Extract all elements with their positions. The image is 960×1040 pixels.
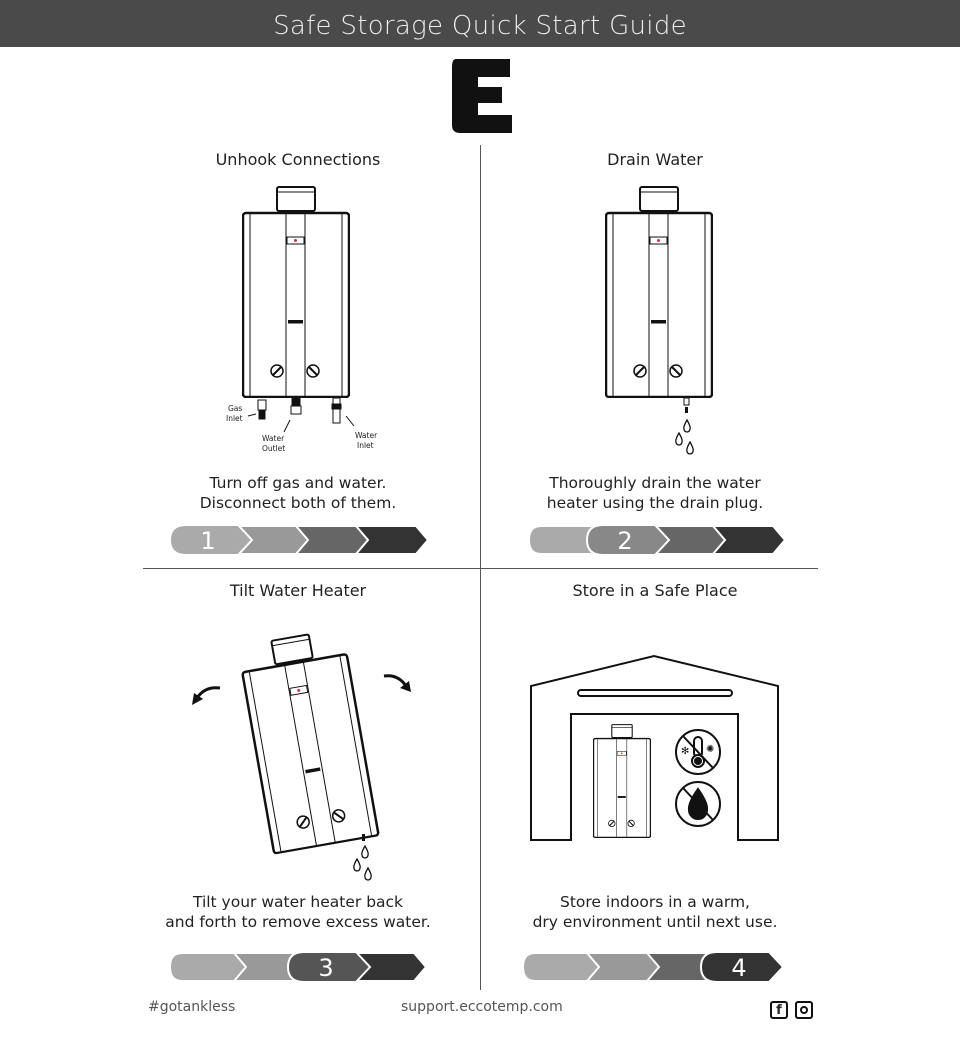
step-2-progress-bar: 2 bbox=[527, 524, 787, 556]
water-drop-icon bbox=[683, 419, 691, 433]
step-3-description: Tilt your water heater back and forth to … bbox=[128, 892, 468, 932]
page-header: Safe Storage Quick Start Guide bbox=[0, 0, 960, 47]
label: Water bbox=[262, 434, 285, 443]
desc-line: and forth to remove excess water. bbox=[165, 913, 431, 931]
label: Inlet bbox=[357, 441, 374, 450]
no-moisture-icon bbox=[675, 781, 721, 827]
connections bbox=[247, 397, 355, 433]
water-drop-icon bbox=[686, 441, 694, 455]
label: Gas bbox=[228, 404, 242, 413]
rotate-left-arrow-icon bbox=[195, 686, 221, 699]
step-4-title: Store in a Safe Place bbox=[572, 581, 738, 600]
desc-line: Disconnect both of them. bbox=[199, 494, 397, 512]
step-4-description: Store indoors in a warm, dry environment … bbox=[485, 892, 825, 932]
support-link[interactable]: support.eccotemp.com bbox=[401, 999, 563, 1015]
progress-segment bbox=[521, 952, 601, 982]
active-progress-segment bbox=[168, 524, 254, 556]
step-4-progress-bar: 4 bbox=[521, 951, 785, 983]
step-number: 4 bbox=[731, 954, 746, 982]
desc-line: Thoroughly drain the water bbox=[549, 474, 761, 492]
step-3-progress-bar: 3 bbox=[168, 951, 428, 983]
step-number: 3 bbox=[318, 954, 333, 982]
desc-line: dry environment until next use. bbox=[532, 913, 778, 931]
step-2-title: Drain Water bbox=[607, 150, 703, 169]
progress-segment bbox=[527, 525, 607, 555]
svg-text:✺: ✺ bbox=[706, 744, 714, 755]
connection-labels: Gas Inlet Water Outlet Water Inlet bbox=[226, 404, 378, 453]
step-1-progress-bar: 1 bbox=[168, 524, 430, 556]
svg-text:✻: ✻ bbox=[681, 746, 689, 757]
horizontal-divider bbox=[143, 568, 818, 569]
water-heater bbox=[242, 186, 350, 398]
progress-segment bbox=[168, 952, 248, 982]
stored-water-heater bbox=[593, 723, 651, 839]
step-number: 1 bbox=[200, 527, 215, 555]
facebook-icon[interactable]: f bbox=[770, 1001, 788, 1019]
garage-illustration bbox=[530, 654, 779, 841]
label: Inlet bbox=[226, 414, 243, 423]
active-progress-segment bbox=[286, 951, 372, 983]
desc-line: heater using the drain plug. bbox=[546, 494, 764, 512]
step-3-title: Tilt Water Heater bbox=[229, 581, 367, 600]
desc-line: Turn off gas and water. bbox=[209, 474, 387, 492]
step-number: 2 bbox=[617, 527, 632, 555]
step-1-description: Turn off gas and water. Disconnect both o… bbox=[128, 473, 468, 513]
water-heater bbox=[605, 186, 713, 398]
label: Water bbox=[355, 431, 378, 440]
step-1-title: Unhook Connections bbox=[215, 150, 381, 169]
eccotemp-logo bbox=[452, 59, 512, 133]
rotate-right-arrow-icon bbox=[383, 674, 408, 687]
tilted-water-heater bbox=[236, 626, 381, 856]
drain-plug bbox=[683, 397, 690, 406]
step-2-description: Thoroughly drain the water heater using t… bbox=[485, 473, 825, 513]
water-drop-icon bbox=[353, 858, 361, 872]
vertical-divider bbox=[480, 145, 481, 990]
desc-line: Tilt your water heater back bbox=[192, 893, 404, 911]
active-progress-segment bbox=[585, 524, 671, 556]
hashtag: #gotankless bbox=[148, 999, 236, 1015]
water-drop-icon bbox=[361, 845, 369, 859]
label: Outlet bbox=[262, 444, 285, 453]
instagram-icon[interactable] bbox=[795, 1001, 813, 1019]
active-progress-segment bbox=[699, 951, 785, 983]
desc-line: Store indoors in a warm, bbox=[560, 893, 750, 911]
water-drop-icon bbox=[675, 432, 683, 446]
no-temperature-extremes-icon: ✻✺ bbox=[675, 729, 721, 775]
water-drop-icon bbox=[364, 867, 372, 881]
